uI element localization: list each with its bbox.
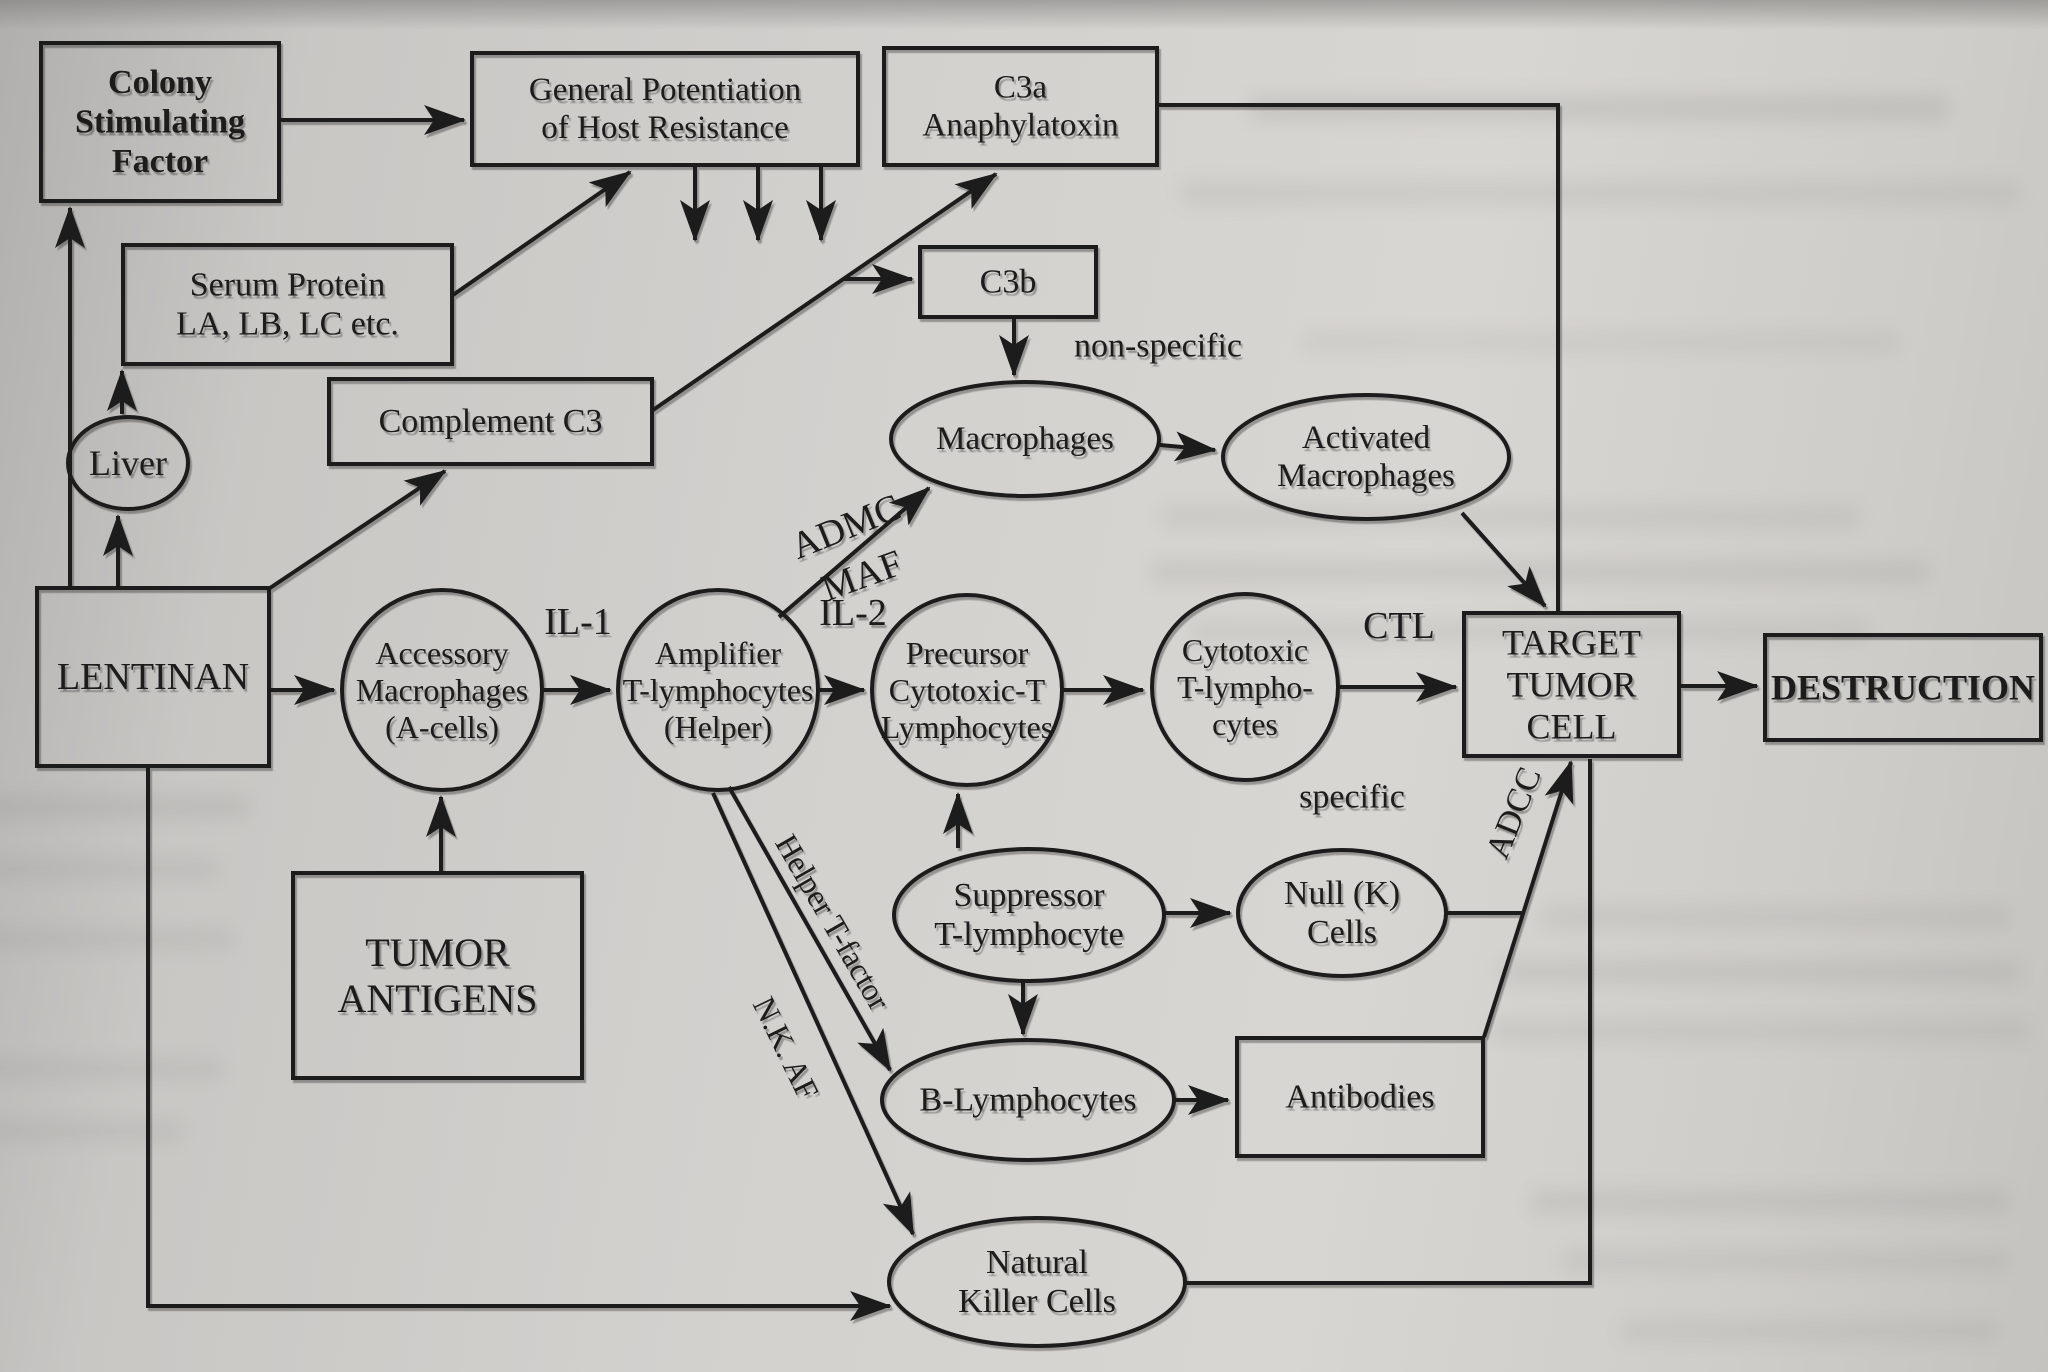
edge-nk-af-to-nk	[711, 792, 915, 1236]
node-destruction: DESTRUCTION	[1763, 633, 2043, 742]
edge-lentinan-to-nk	[146, 767, 892, 1321]
node-label-liver: Liver	[89, 443, 167, 483]
edge-c3a-to-target-elbow	[1158, 103, 1560, 611]
edge-label-nk-af: N.K. AF	[746, 991, 826, 1105]
node-label-antibodies: Antibodies	[1285, 1079, 1434, 1116]
edge-adcc-to-target	[1482, 760, 1574, 1038]
node-label-b-lymphocytes: B-Lymphocytes	[919, 1082, 1136, 1119]
node-liver: Liver	[66, 415, 190, 511]
edge-nk-to-target	[1186, 759, 1592, 1285]
node-lentinan: LENTINAN	[35, 586, 271, 768]
node-macrophages: Macrophages	[889, 380, 1161, 498]
edge-label-adcc: ADCC	[1479, 762, 1549, 863]
edges-layer	[55, 103, 1759, 1321]
edge-amplifier-to-macrophages	[777, 486, 931, 619]
edge-label-ctl: CTL	[1363, 605, 1435, 647]
edge-lentinan-to-complement	[268, 469, 447, 590]
node-label-null-k-cells: Null (K)Cells	[1284, 875, 1400, 951]
edge-label-helper-t-factor: Helper T-factor	[768, 828, 898, 1016]
edge-macrophages-to-activated	[1159, 431, 1217, 462]
node-label-complement-c3: Complement C3	[379, 403, 603, 440]
edge-helper-t-factor-to-blymph	[727, 786, 892, 1072]
node-complement-c3: Complement C3	[327, 377, 654, 466]
node-label-lentinan: LENTINAN	[57, 656, 249, 698]
edge-label-il-2: IL-2	[819, 592, 887, 634]
node-label-destruction: DESTRUCTION	[1771, 668, 2035, 708]
edge-label-non-specific: non-specific	[1074, 328, 1242, 365]
edge-label-il-1: IL-1	[544, 601, 612, 643]
edge-serum-to-genpot	[451, 170, 632, 297]
node-label-c3b: C3b	[980, 264, 1037, 301]
node-b-lymphocytes: B-Lymphocytes	[880, 1038, 1176, 1162]
edge-label-specific: specific	[1299, 779, 1405, 816]
node-antibodies: Antibodies	[1235, 1036, 1485, 1158]
node-label-macrophages: Macrophages	[936, 421, 1114, 457]
edge-complement-to-c3a	[651, 172, 998, 412]
node-c3b: C3b	[918, 245, 1098, 319]
node-null-k-cells: Null (K)Cells	[1236, 848, 1448, 978]
edge-activated-to-target	[1460, 511, 1547, 608]
